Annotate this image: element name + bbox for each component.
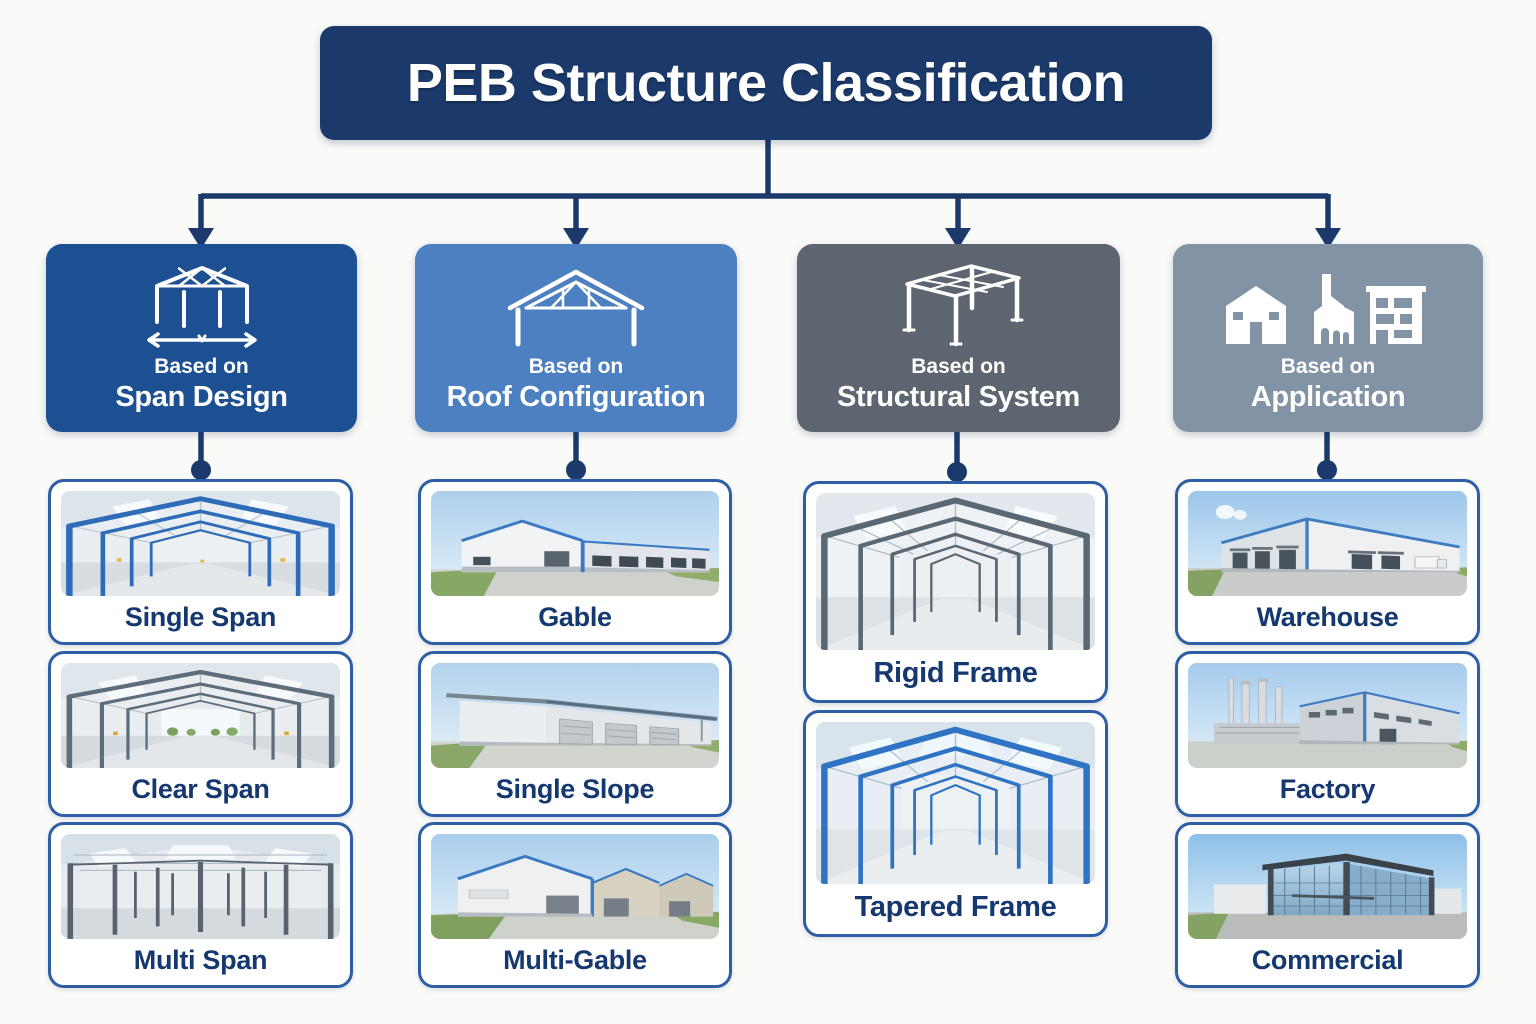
card-label: Single Slope <box>495 773 655 804</box>
category-structural-system: Based on Structural System <box>797 244 1120 432</box>
gable-truss-icon <box>496 256 656 352</box>
card-label: Multi Span <box>133 944 268 975</box>
card-single-slope: Single Slope <box>418 651 732 817</box>
single-slope-photo <box>431 663 719 768</box>
card-warehouse: Warehouse <box>1175 479 1480 645</box>
warehouse-photo <box>1188 491 1467 596</box>
rigid-frame-photo <box>816 493 1095 650</box>
category-name: Application <box>1250 381 1406 413</box>
card-single-span: Single Span <box>48 479 353 645</box>
card-label: Single Span <box>124 601 277 632</box>
tapered-frame-photo <box>816 722 1095 884</box>
page-title: PEB Structure Classification <box>320 26 1212 140</box>
category-prefix: Based on <box>528 355 624 378</box>
card-label: Warehouse <box>1256 601 1399 632</box>
card-clear-span: Clear Span <box>48 651 353 817</box>
card-multi-gable: Multi-Gable <box>418 822 732 988</box>
category-span-design: Based on Span Design <box>46 244 357 432</box>
card-gable: Gable <box>418 479 732 645</box>
card-label: Multi-Gable <box>503 944 647 975</box>
buildings-icon <box>1218 256 1438 352</box>
single-span-photo <box>61 491 340 596</box>
category-name: Roof Configuration <box>446 381 706 413</box>
category-application: Based on Application <box>1173 244 1483 432</box>
category-name: Span Design <box>115 381 288 413</box>
category-prefix: Based on <box>154 355 249 378</box>
card-label: Tapered Frame <box>854 890 1057 923</box>
multi-gable-photo <box>431 834 719 939</box>
card-factory: Factory <box>1175 651 1480 817</box>
category-name: Structural System <box>836 381 1081 413</box>
multi-span-photo <box>61 834 340 939</box>
card-label: Clear Span <box>131 773 270 804</box>
gable-photo <box>431 491 719 596</box>
card-label: Rigid Frame <box>873 656 1038 689</box>
category-prefix: Based on <box>1280 355 1376 378</box>
page-title-text: PEB Structure Classification <box>406 53 1126 113</box>
card-label: Factory <box>1279 773 1376 804</box>
card-rigid-frame: Rigid Frame <box>803 481 1108 703</box>
category-prefix: Based on <box>911 355 1006 378</box>
clear-span-photo <box>61 663 340 768</box>
card-label: Gable <box>538 601 612 632</box>
card-commercial: Commercial <box>1175 822 1480 988</box>
card-multi-span: Multi Span <box>48 822 353 988</box>
commercial-photo <box>1188 834 1467 939</box>
category-roof-configuration: Based on Roof Configuration <box>415 244 737 432</box>
factory-photo <box>1188 663 1467 768</box>
span-frame-icon <box>127 256 277 352</box>
card-tapered-frame: Tapered Frame <box>803 710 1108 937</box>
structural-frame-icon <box>879 256 1039 352</box>
card-label: Commercial <box>1251 944 1404 975</box>
